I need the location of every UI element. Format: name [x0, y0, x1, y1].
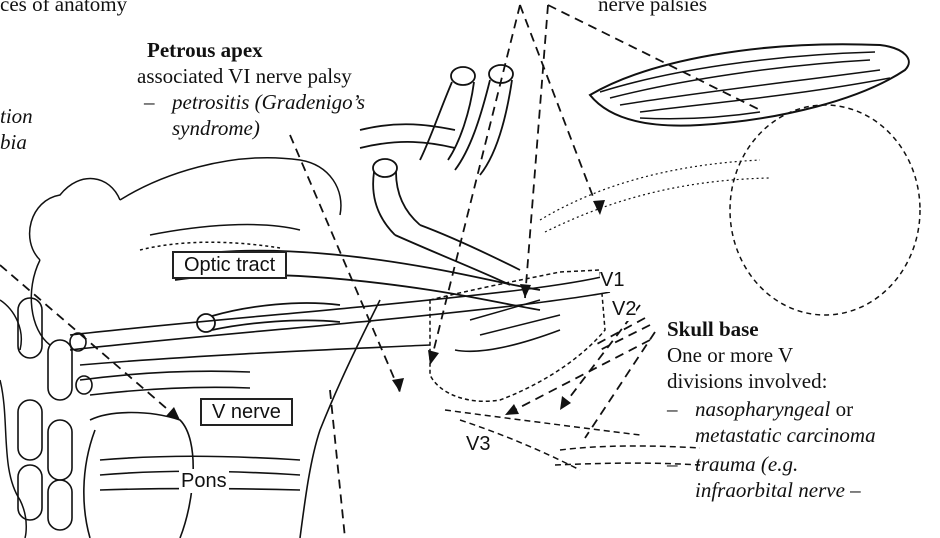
dashed-pointer-lines — [0, 5, 760, 538]
v-nerve-label: V nerve — [200, 398, 293, 426]
left-edge-line1: tion — [0, 104, 33, 129]
skull-base-item2-line2: infraorbital nerve – — [695, 478, 861, 503]
v2-label: V2 — [612, 297, 636, 321]
v1-label: V1 — [600, 268, 624, 292]
skull-base-item1: nasopharyngeal or — [695, 397, 853, 422]
cerebellar-lobules — [18, 298, 72, 530]
skull-base-dash-1: – — [667, 397, 678, 422]
skull-base-item1-line2: metastatic carcinoma — [695, 423, 876, 448]
petrous-apex-dash: – — [144, 90, 155, 115]
petrous-apex-cause-line1: petrositis (Gradenigo’s — [172, 90, 365, 115]
brain-outline — [0, 158, 341, 538]
petrous-apex-heading: Petrous apex — [147, 38, 263, 63]
skull-base-heading: Skull base — [667, 317, 759, 342]
skull-base-line2: divisions involved: — [667, 369, 827, 394]
petrous-apex-cause-line2: syndrome) — [172, 116, 260, 141]
top-left-fragment: ces of anatomy — [0, 0, 127, 17]
v3-label: V3 — [466, 432, 490, 456]
skull-base-item2-line1: trauma (e.g. — [695, 452, 798, 477]
skull-base-line1: One or more V — [667, 343, 793, 368]
skull-base-item1-italic: nasopharyngeal — [695, 397, 830, 421]
pons-label: Pons — [179, 469, 229, 493]
optic-tract-label: Optic tract — [172, 251, 287, 279]
eye-globe — [590, 44, 920, 315]
skull-base-dash-2: – — [667, 452, 678, 477]
skull-base-item1-plain: or — [830, 397, 853, 421]
left-edge-line2: bia — [0, 130, 27, 155]
petrous-apex-line1: associated VI nerve palsy — [137, 64, 352, 89]
optic-nerve — [540, 160, 770, 232]
top-right-fragment: nerve palsies — [598, 0, 707, 17]
